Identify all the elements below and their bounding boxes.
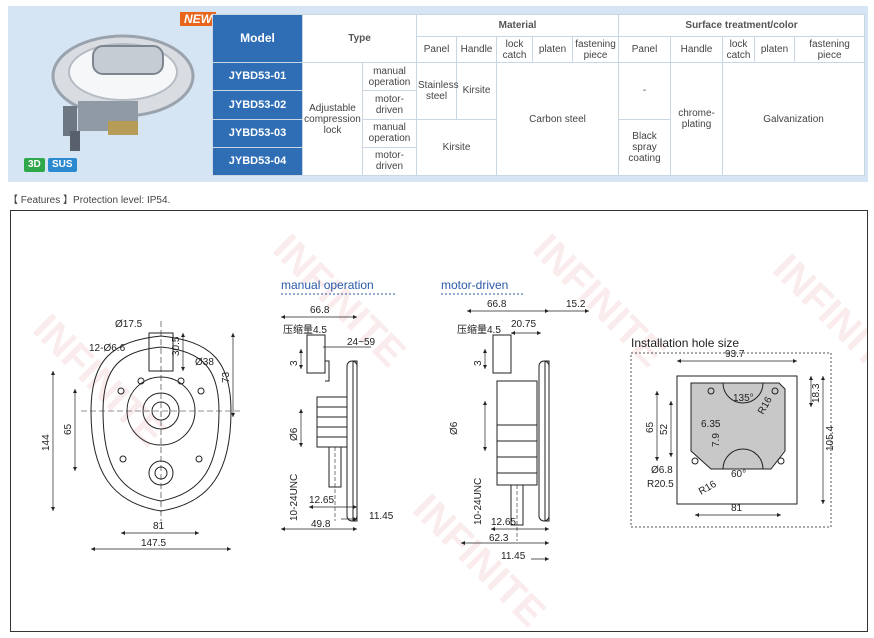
hole-dim-r20-5: R20.5 [647,479,674,490]
manual-side-view [281,314,371,532]
manual-dim-49-8: 49.8 [311,519,331,530]
model-cell: JYBD53-03 [212,118,303,148]
sub-header: lock catch [496,36,534,64]
product-header-panel: NEW 3D SUS Model Type Material Surface t… [8,6,868,182]
hole-dim-7-9: 7.9 [711,433,722,447]
manual-compression: 压缩量4.5 [283,323,327,336]
model-cell: JYBD53-02 [212,90,303,120]
sub-header: lock catch [722,36,756,64]
hole-dim-105-4: 105.4 [825,426,836,451]
manual-dim-11-45: 11.45 [369,511,394,522]
handle-material-cell: Kirsite [456,62,498,120]
manual-dim-d6: Ø6 [289,427,300,441]
sub-header: Handle [670,36,724,64]
dim-144: 144 [41,434,52,451]
panel-finish-cell: - [618,62,672,120]
motor-title: motor-driven [441,278,508,292]
motor-dim-12-65: 12.65 [491,517,516,528]
hole-panel-border [630,352,832,528]
motor-dim-20-75: 20.75 [511,319,536,330]
manual-dim-12-65: 12.65 [309,495,334,506]
technical-drawing: INFINITE INFINITE INFINITE INFINITE INFI… [25,226,868,631]
header-type: Type [301,13,418,64]
motor-dim-62-3: 62.3 [489,533,509,544]
features-text: 【 Features 】Protection level: IP54. [8,195,171,206]
sub-header: fastening piece [572,36,620,64]
watermark: INFINITE [265,226,414,375]
header-model: Model [212,13,303,64]
spec-table: Model Type Material Surface treatment/co… [212,13,866,177]
hole-dim-52: 52 [659,423,670,435]
sub-header: Panel [618,36,672,64]
motor-dim-15-2: 15.2 [566,299,586,310]
dim-81: 81 [153,521,165,532]
motor-dim-d6: Ø6 [449,421,460,435]
dim-12-d6-6: 12-Ø6.6 [89,343,126,354]
hole-dim-93-7: 93.7 [725,349,745,360]
product-photo [51,34,195,151]
sub-header: Handle [456,36,498,64]
motor-dim-11-45: 11.45 [501,551,526,562]
hole-dim-d6-8: Ø6.8 [651,465,673,476]
type-cell: Adjustable compression lock [302,62,363,176]
front-view [50,321,241,552]
manual-dim-66-8: 66.8 [310,305,330,316]
watermark: INFINITE [765,246,868,395]
dim-d38: Ø38 [195,357,214,368]
sub-header: platen [754,36,796,64]
operation-cell: manual operation [361,62,418,92]
hole-dim-6-35: 6.35 [701,419,721,430]
operation-cell: manual operation [361,118,418,148]
dim-30-5: 30.5 [171,336,182,356]
dim-65: 65 [63,423,74,435]
manual-dim-24-59: 24~59 [347,337,376,348]
header-surface: Surface treatment/color [618,13,866,38]
new-badge: NEW [180,12,216,26]
technical-drawing-frame: INFINITE INFINITE INFINITE INFINITE INFI… [10,210,868,632]
operation-cell: motor-driven [361,90,418,120]
black-coating-cell: Black spray coating [618,118,672,177]
operation-cell: motor-driven [361,146,418,177]
carbon-steel-cell: Carbon steel [496,62,620,176]
sub-header: fastening piece [794,36,866,64]
manual-title: manual operation [281,278,374,292]
model-cell: JYBD53-01 [212,62,303,92]
motor-side-view [461,308,589,562]
dim-d17-5: Ø17.5 [115,319,143,330]
sub-header: Panel [416,36,458,64]
3d-badge: 3D [24,158,45,172]
motor-dim-unc: 10-24UNC [473,478,484,525]
panel-material-cell: Stainless steel [416,62,459,120]
motor-compression: 压缩量4.5 [457,323,501,336]
hole-dim-81: 81 [731,503,743,514]
galvanization-cell: Galvanization [722,62,866,176]
sub-header: platen [532,36,574,64]
hole-angle-135: 135° [733,393,754,404]
model-cell: JYBD53-04 [212,146,303,177]
motor-dim-3: 3 [473,360,484,366]
hole-title: Installation hole size [631,336,739,350]
watermark: INFINITE [25,306,174,455]
hole-r16-bottom: R16 [697,479,719,498]
manual-dim-3: 3 [289,360,300,366]
hole-dim-65: 65 [645,421,656,433]
hole-dim-18-3: 18.3 [811,383,822,403]
dim-147-5: 147.5 [141,538,166,549]
motor-dim-66-8: 66.8 [487,299,507,310]
handle-finish-cell: chrome-plating [670,62,724,176]
dim-73: 73 [221,371,232,383]
sus-badge: SUS [48,158,77,172]
manual-dim-unc: 10-24UNC [289,474,300,521]
hole-view [654,358,826,518]
kirsite-cell: Kirsite [416,118,498,177]
header-material: Material [416,13,620,38]
hole-angle-60: 60° [731,469,746,480]
